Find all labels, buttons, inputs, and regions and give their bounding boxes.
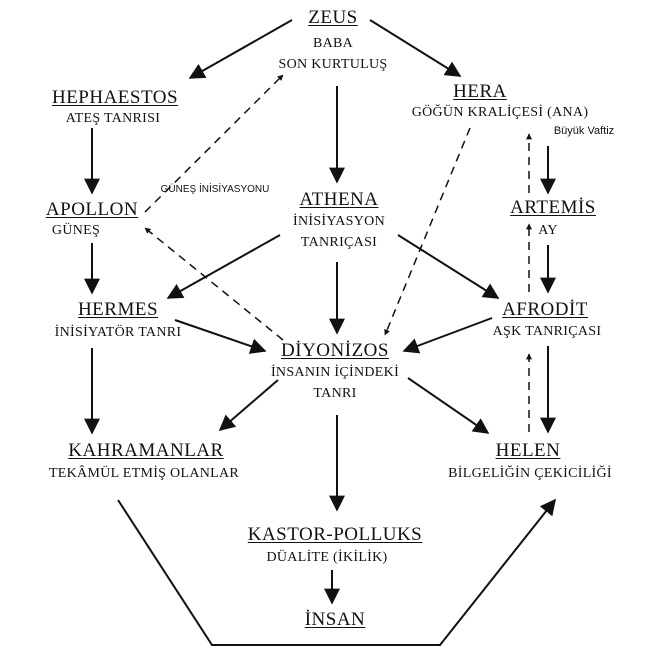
node-kastor-polluks-line-1: DÜALİTE (İKİLİK) — [266, 550, 388, 565]
node-athena-line-1: İNİSİYASYON — [293, 214, 385, 229]
node-zeus-name: ZEUS — [308, 7, 358, 28]
dashed-arrow-diyonizos-apollon — [144, 227, 284, 341]
node-diyonizos-line-2: TANRI — [313, 386, 357, 401]
annotation-buyuk-vaftiz: Büyük Vaftiz — [553, 125, 615, 137]
dashed-arrow-apollon-zeus — [144, 74, 284, 213]
node-hera-line-1: GÖĞÜN KRALİÇESİ (ANA) — [411, 105, 589, 120]
node-zeus-line-1: BABA — [312, 36, 354, 51]
arrow-zeus-hera — [369, 19, 462, 77]
node-hermes-line-1: İNİSİYATÖR TANRI — [54, 325, 182, 340]
node-apollon-line-1: GÜNEŞ — [51, 223, 101, 238]
arrow-diyonizos-helen — [407, 377, 490, 434]
node-hephaestos-name: HEPHAESTOS — [51, 87, 179, 108]
node-insan-name: İNSAN — [304, 609, 366, 630]
node-kahramanlar-line-1: TEKÂMÜL ETMİŞ OLANLAR — [48, 466, 240, 481]
arrow-diyonizos-kahramanlar — [218, 379, 279, 432]
arrow-afrodit-diyonizos — [402, 317, 493, 354]
node-helen-name: HELEN — [495, 440, 561, 461]
node-kahramanlar-name: KAHRAMANLAR — [68, 440, 224, 461]
node-zeus-line-2: SON KURTULUŞ — [278, 57, 388, 72]
node-apollon-name: APOLLON — [45, 199, 139, 220]
arrow-athena-afrodit — [397, 234, 500, 299]
node-athena-line-2: TANRIÇASI — [300, 235, 378, 250]
annotation-gunes-insiyasyonu: GÜNEŞ İNİSİYASYONU — [160, 184, 270, 195]
node-artemis-name: ARTEMİS — [510, 197, 596, 218]
node-kastor-polluks-name: KASTOR-POLLUKS — [247, 524, 423, 545]
node-afrodit-name: AFRODİT — [502, 299, 588, 320]
node-hephaestos-line-1: ATEŞ TANRISI — [65, 111, 161, 126]
arrow-athena-hermes — [166, 234, 281, 299]
arrow-hermes-diyonizos — [174, 319, 267, 354]
node-diyonizos-line-1: İNSANIN İÇİNDEKİ — [270, 365, 400, 380]
node-hera-name: HERA — [453, 81, 507, 102]
arrow-zeus-hephaestos — [188, 19, 293, 79]
arrow-kahramanlar-helen-arc — [117, 498, 556, 646]
node-diyonizos-name: DİYONİZOS — [281, 340, 389, 361]
node-artemis-line-1: AY — [538, 223, 558, 238]
node-helen-line-1: BİLGELİĞİN ÇEKİCİLİĞİ — [448, 466, 612, 481]
node-afrodit-line-1: AŞK TANRIÇASI — [492, 324, 602, 339]
node-athena-name: ATHENA — [299, 189, 379, 210]
dashed-arrow-hera-diyonizos — [384, 127, 471, 336]
node-hermes-name: HERMES — [77, 299, 159, 320]
